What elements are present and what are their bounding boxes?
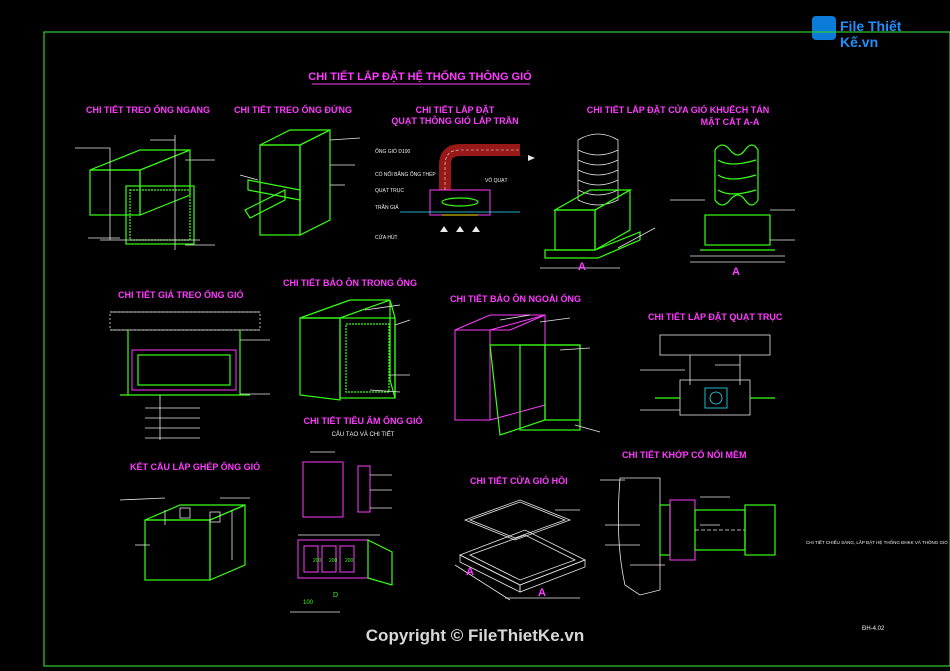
dim-top-2: 200 [329, 558, 338, 564]
title-s6: CHI TIẾT BẢO ÔN TRONG ỐNG [283, 277, 417, 288]
title-s3b: QUẠT THÔNG GIÓ LẮP TRẦN [391, 115, 518, 126]
title-s4b: MẶT CẮT A-A [701, 117, 760, 127]
drawing-number: ĐH-4.02 [862, 626, 885, 632]
duct-hanger-frame [109, 311, 270, 440]
title-s5: CHI TIẾT GIÁ TREO ỐNG GIÓ [118, 289, 244, 300]
title-s9a: CHI TIẾT TIÊU ÂM ỐNG GIÓ [304, 415, 423, 426]
title-s9b: CẤU TẠO VÀ CHI TIẾT [332, 431, 395, 438]
dim-a-3: A [466, 566, 474, 578]
axial-fan-install [640, 334, 775, 416]
external-insulation-duct [454, 314, 601, 436]
title-s11: CHI TIẾT CỬA GIÓ HỒI [470, 475, 568, 486]
label-fan-duct: ỐNG GIÓ D100 [375, 148, 411, 155]
duct-assembly [119, 497, 250, 581]
ceiling-fan-detail: ỐNG GIÓ D100 CỔ NỐI BẰNG ỐNG THÉP QUẠT T… [375, 144, 535, 241]
logo-icon [812, 16, 836, 40]
title-s10: KẾT CẤU LẮP GHÉP ỐNG GIÓ [130, 461, 260, 472]
dim-a-4: A [538, 587, 546, 599]
title-s2: CHI TIẾT TREO ỐNG ĐỨNG [234, 104, 352, 115]
label-fan-filter: TRẦN GIẢ [375, 204, 399, 211]
label-fan-shaft: QUẠT TRỤC [375, 188, 404, 194]
dim-side: 100 [303, 600, 314, 606]
dim-top-3: 200 [345, 558, 354, 564]
main-title: CHI TIẾT LẮP ĐẶT HỆ THỐNG THÔNG GIÓ [308, 69, 532, 83]
title-s12: CHI TIẾT KHỚP CỔ NỐI MỀM [622, 449, 747, 460]
note-right: CHI TIẾT CHIẾU SÁNG, LẮP ĐẶT HỆ THỐNG ĐH… [806, 538, 948, 545]
title-s8: CHI TIẾT LẮP ĐẶT QUẠT TRỤC [648, 312, 783, 322]
label-fan-neck: CỔ NỐI BẰNG ỐNG THÉP [375, 170, 436, 178]
copyright-watermark: Copyright © FileThietKe.vn [365, 626, 585, 645]
vertical-duct-hanger [239, 129, 361, 236]
return-grille: A A [454, 499, 586, 601]
acoustic-silencer: 200 200 200 D 100 [290, 451, 393, 613]
internal-insulation-duct [299, 299, 411, 401]
dim-a-2: A [732, 266, 740, 278]
logo-text: File Thiết Kế.vn [840, 18, 902, 50]
label-fan-motor: VỎ QUẠT [485, 177, 508, 184]
title-s1: CHI TIẾT TREO ỐNG NGANG [86, 104, 210, 115]
dim-d: D [333, 592, 338, 599]
label-fan-intake: CỬA HÚT [375, 234, 398, 241]
diffuser-install-3d: A [540, 133, 656, 273]
filethietke-logo: File Thiết Kế.vn [812, 16, 922, 50]
title-s4: CHI TIẾT LẮP ĐẶT CỬA GIÓ KHUẾCH TÁN [587, 104, 769, 115]
sheet-border [43, 31, 950, 667]
flexible-joint [600, 477, 776, 596]
dim-top-1: 200 [313, 558, 322, 564]
diffuser-section-aa: A [670, 144, 795, 278]
dim-a-1: A [578, 261, 586, 273]
title-s7: CHI TIẾT BẢO ÔN NGOÀI ỐNG [450, 293, 581, 304]
horizontal-duct-hanger [75, 135, 215, 250]
title-s3a: CHI TIẾT LẮP ĐẶT [416, 105, 495, 115]
